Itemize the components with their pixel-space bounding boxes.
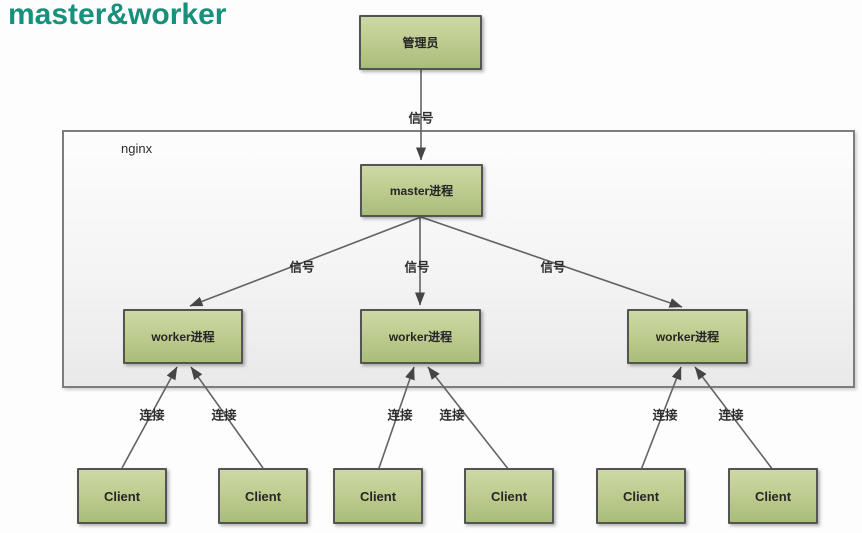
master-process-label: master进程 (389, 184, 454, 198)
client-node-1: Client (77, 468, 167, 524)
client-node-label: Client (490, 488, 528, 504)
client-node-label: Client (754, 488, 792, 504)
master-process-node: master进程 (360, 164, 483, 217)
edge-master-to-worker3 (420, 216, 683, 308)
edge-client2-to-worker1 (190, 366, 264, 469)
signal-edge-label: 信号 (540, 260, 566, 275)
signal-edge-label: 信号 (289, 260, 315, 275)
connection-edge-label: 连接 (139, 408, 165, 423)
worker-process-node-2: worker进程 (360, 309, 481, 364)
connection-edge-label: 连接 (652, 408, 678, 423)
worker-process-node-1: worker进程 (123, 309, 243, 364)
edge-client6-to-worker3 (694, 366, 774, 471)
client-node-label: Client (359, 488, 397, 504)
client-node-label: Client (244, 488, 282, 504)
client-node-3: Client (333, 468, 423, 524)
client-node-label: Client (622, 488, 660, 504)
edge-client1-to-worker1 (121, 366, 178, 469)
client-node-label: Client (103, 488, 141, 504)
connection-edge-label: 连接 (439, 408, 465, 423)
client-node-5: Client (596, 468, 686, 524)
edge-client5-to-worker3 (640, 366, 682, 471)
admin-node-label: 管理员 (402, 36, 439, 50)
worker-process-label: worker进程 (388, 330, 453, 344)
connection-edge-label: 连接 (718, 408, 744, 423)
connection-edge-label: 连接 (387, 408, 413, 423)
edge-client4-to-worker2 (427, 366, 510, 471)
worker-process-label: worker进程 (151, 330, 215, 344)
client-node-4: Client (464, 468, 554, 524)
signal-edge-label: 信号 (408, 111, 434, 126)
worker-process-label: worker进程 (655, 330, 720, 344)
nginx-container-label: nginx (121, 141, 153, 156)
edge-master-to-worker1 (189, 216, 422, 307)
page-title: master&worker (8, 0, 227, 31)
client-node-2: Client (218, 468, 308, 524)
client-node-6: Client (728, 468, 818, 524)
connection-edge-label: 连接 (211, 408, 237, 423)
edge-client3-to-worker2 (377, 366, 415, 472)
worker-process-node-3: worker进程 (627, 309, 748, 364)
signal-edge-label: 信号 (404, 260, 430, 275)
admin-node: 管理员 (359, 15, 482, 70)
